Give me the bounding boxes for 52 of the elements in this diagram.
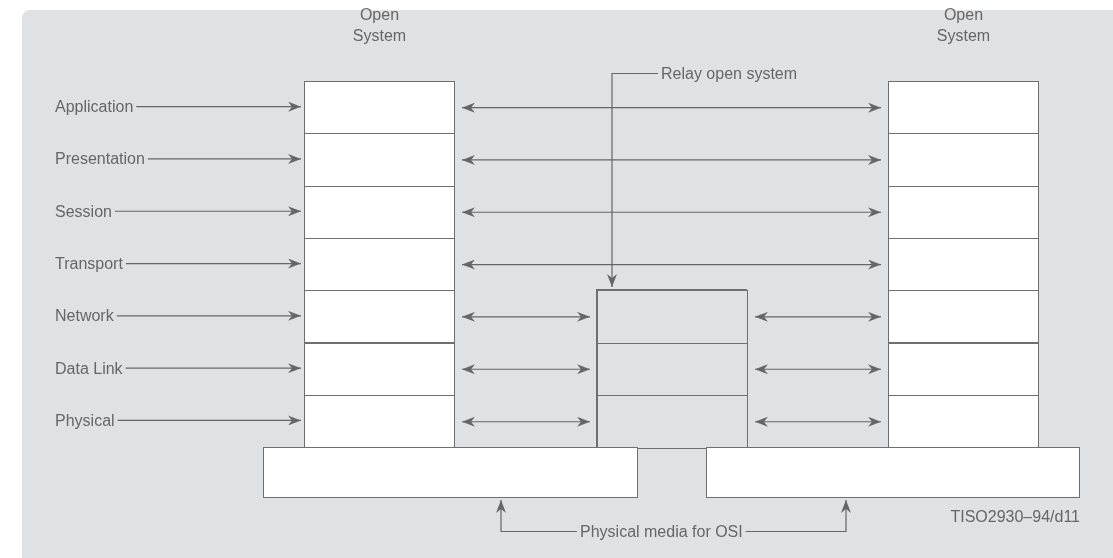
arrow xyxy=(461,259,882,270)
callout-text: Relay open system xyxy=(661,63,798,84)
layer-box xyxy=(888,342,1039,396)
layer-box xyxy=(304,81,455,135)
arrow xyxy=(754,416,882,427)
arrow xyxy=(461,207,882,218)
media-box xyxy=(263,447,638,498)
arrow xyxy=(461,364,591,375)
layer-box xyxy=(597,290,748,344)
arrow xyxy=(125,258,302,269)
layer-box xyxy=(597,395,748,450)
stack-heading: Open System xyxy=(935,5,992,46)
leader-line xyxy=(745,499,851,533)
layer-box xyxy=(304,342,455,396)
layer-box xyxy=(888,290,1039,344)
layer-box xyxy=(888,185,1039,239)
leader-line xyxy=(496,499,578,533)
arrow xyxy=(147,153,302,164)
layer-box xyxy=(888,237,1039,292)
arrow xyxy=(135,101,302,112)
arrow xyxy=(117,415,302,426)
arrow xyxy=(461,311,591,322)
layer-name: Network xyxy=(55,305,114,327)
callout-text: Physical media for OSI xyxy=(580,521,743,542)
layer-box xyxy=(888,133,1039,187)
arrow xyxy=(461,102,882,113)
layer-box xyxy=(304,237,455,292)
arrow xyxy=(125,363,302,374)
arrow xyxy=(754,311,882,322)
layer-box xyxy=(888,81,1039,135)
arrow xyxy=(461,416,591,427)
leader-line xyxy=(607,72,659,288)
layer-box xyxy=(888,394,1039,449)
arrow xyxy=(116,310,302,321)
relay-stack-box xyxy=(596,289,747,447)
arrow xyxy=(754,364,882,375)
layer-name: Physical xyxy=(55,409,115,431)
layer-name: Data Link xyxy=(55,357,123,379)
layer-box xyxy=(304,290,455,344)
stack-heading: Open System xyxy=(351,5,408,46)
arrow xyxy=(114,206,302,217)
figure-code: TISO2930–94/d11 xyxy=(950,507,1080,527)
layer-name: Presentation xyxy=(55,148,145,170)
layer-name: Application xyxy=(55,96,134,118)
layer-box xyxy=(304,394,455,449)
layer-box xyxy=(597,342,748,397)
layer-name: Transport xyxy=(55,253,123,275)
arrow xyxy=(461,154,882,165)
layer-box xyxy=(304,185,455,239)
layer-box xyxy=(304,133,455,187)
media-box xyxy=(706,447,1080,498)
layer-name: Session xyxy=(55,200,112,222)
